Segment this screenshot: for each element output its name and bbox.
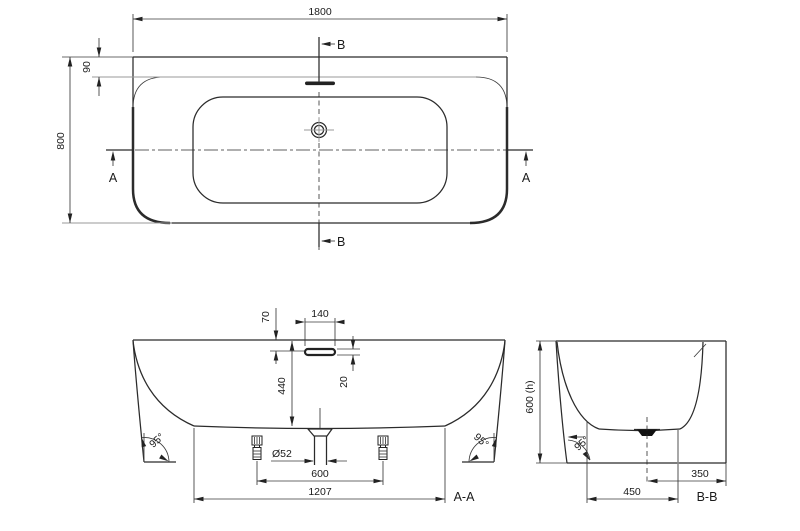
section-bb-label: B-B — [697, 490, 718, 504]
overflow-slot — [305, 81, 335, 86]
marker-a-right-text: A — [522, 171, 531, 185]
aa-foot-left — [251, 435, 263, 460]
bb-angle: 95° — [567, 434, 592, 462]
aa-overflow-slot — [303, 347, 337, 357]
dim-height-600h: 600 (h) — [524, 340, 567, 464]
dim-width-text: 800 — [55, 132, 67, 150]
marker-b-top-text: B — [337, 38, 345, 52]
dim-length-text: 1800 — [308, 6, 332, 18]
bb-drain — [634, 417, 660, 484]
dim-depth-440: 440 — [276, 341, 295, 426]
aa-drain — [306, 408, 334, 465]
dim-440-text: 440 — [276, 377, 288, 395]
dim-base-length-1207: 1207 — [193, 428, 446, 503]
dim-600-text: 600 — [311, 468, 329, 480]
plan-drain — [304, 118, 334, 142]
dim-drain-diameter: Ø52 — [271, 448, 347, 464]
dim-600h-text: 600 (h) — [524, 380, 536, 413]
dim-rim-offset-text: 90 — [81, 61, 93, 73]
plan-view: 1800 90 800 A — [55, 6, 533, 250]
marker-a-left-text: A — [109, 171, 118, 185]
section-marker-a-left: A — [106, 149, 133, 185]
plan-centerlines — [112, 92, 530, 250]
aa-angle-right: 95° — [468, 431, 499, 464]
section-marker-b-bottom: B — [318, 223, 345, 249]
dim-drain-offset-350: 350 — [648, 463, 727, 486]
section-aa-label: A-A — [454, 490, 476, 504]
dim-overflow-offset-70: 70 — [260, 308, 305, 364]
marker-b-bottom-text: B — [337, 235, 345, 249]
dim-rim-offset-90: 90 — [62, 38, 164, 96]
tub-outer-outline — [131, 56, 509, 225]
dim-length-1800: 1800 — [132, 6, 508, 52]
dim-1207-text: 1207 — [308, 486, 332, 498]
dim-450-text: 450 — [623, 486, 641, 498]
dim-140-text: 140 — [311, 308, 329, 320]
aa-foot-right — [377, 435, 389, 460]
dim-70-text: 70 — [260, 311, 272, 323]
dim-overflow-thickness-20: 20 — [337, 336, 360, 388]
dim-width-800: 800 — [55, 57, 172, 224]
dim-floor-width-450: 450 — [586, 421, 679, 503]
dim-feet-spacing-600: 600 — [256, 461, 384, 485]
dim-drain-diameter-text: Ø52 — [272, 448, 292, 460]
section-bb-view: 600 (h) 95° 450 350 B-B — [524, 340, 727, 504]
aa-tub-profile — [132, 339, 506, 463]
dim-overflow-width-140: 140 — [295, 308, 345, 346]
dim-350-text: 350 — [691, 468, 709, 480]
aa-angle-left: 95° — [139, 431, 170, 464]
section-aa-view: 70 140 20 440 — [132, 308, 506, 504]
dim-20-text: 20 — [338, 376, 350, 388]
section-marker-b-top: B — [318, 37, 345, 82]
section-marker-a-right: A — [507, 149, 533, 185]
